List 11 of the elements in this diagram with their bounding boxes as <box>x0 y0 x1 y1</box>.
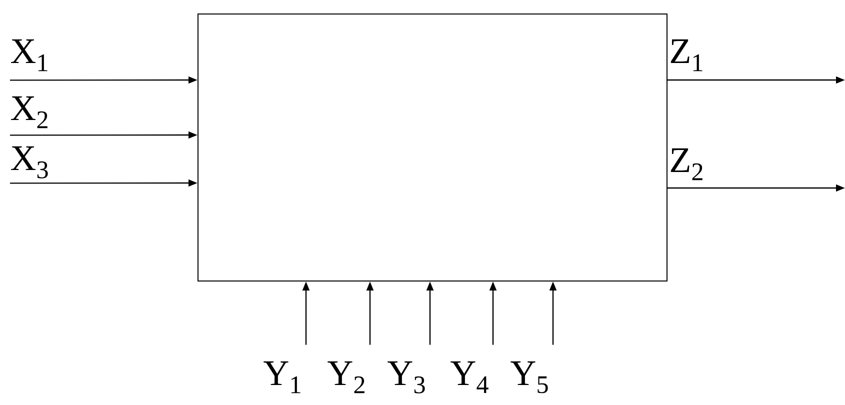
signal-label: Y$_{2}$ <box>328 361 364 394</box>
signal-label: X$_{2}$ <box>11 96 48 128</box>
signal-label: Y$_{4}$ <box>450 361 488 394</box>
edge-label: Z$_{2}$ <box>670 148 702 180</box>
edge-label: Z$_{1}$ <box>670 39 702 72</box>
signal-label: Y$_{1}$ <box>264 361 300 394</box>
signal-label: X$_{1}$ <box>11 39 48 72</box>
signal-label: Y$_{3}$ <box>388 361 425 394</box>
signal-label: X$_{3}$ <box>11 146 48 178</box>
signal-label: Y$_{5}$ <box>510 361 548 394</box>
process-box <box>198 14 668 282</box>
